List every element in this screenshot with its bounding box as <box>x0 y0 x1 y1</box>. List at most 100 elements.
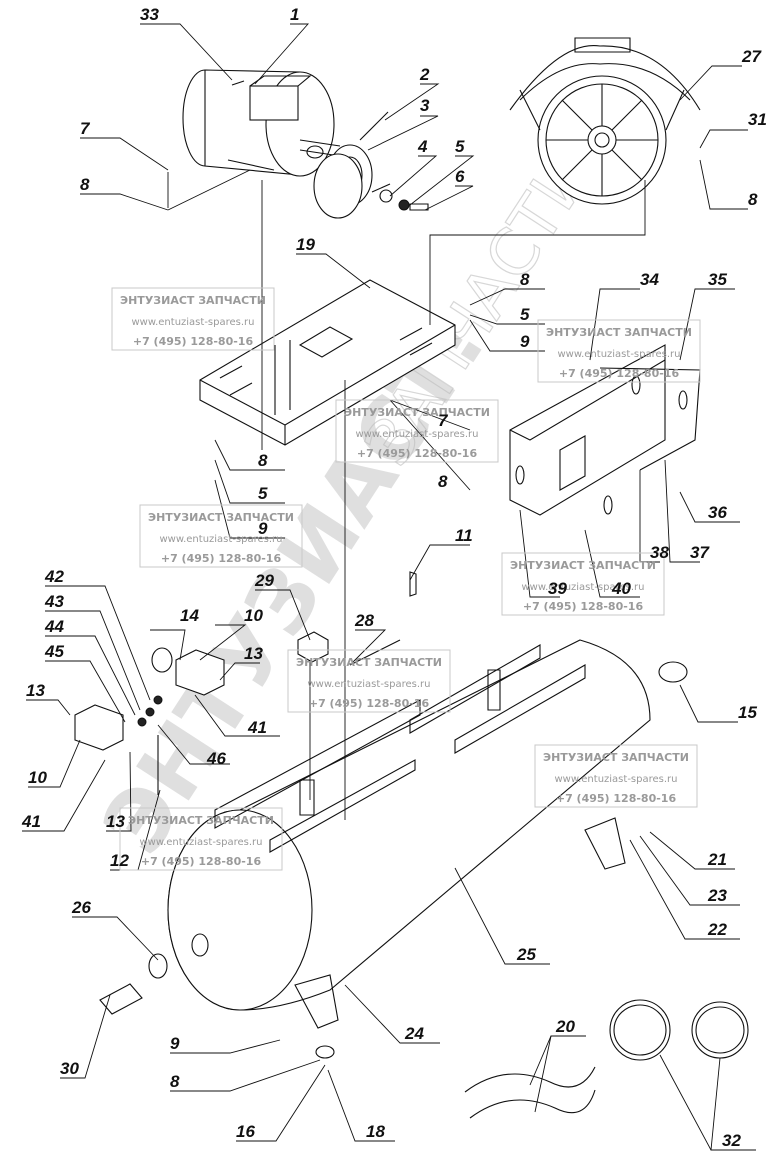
watermark-site: www.entuziast-spares.ru <box>159 534 282 545</box>
watermark-title: ЭНТУЗИАСТ ЗАПЧАСТИ <box>120 294 266 307</box>
electric-motor <box>182 69 341 177</box>
valves-fittings <box>99 571 688 1059</box>
watermark-site: www.entuziast-spares.ru <box>355 429 478 440</box>
watermark-boxes: ЭНТУЗИАСТ ЗАПЧАСТИ www.entuziast-spares.r… <box>111 287 701 871</box>
watermark-phone: +7 (495) 128-80-16 <box>161 552 282 565</box>
watermark-title: ЭНТУЗИАСТ ЗАПЧАСТИ <box>510 559 656 572</box>
watermark-phone: +7 (495) 128-80-16 <box>559 367 680 380</box>
callout-number: 36 <box>708 503 727 522</box>
watermark-title: ЭНТУЗИАСТ ЗАПЧАСТИ <box>546 326 692 339</box>
callout-number: 28 <box>354 611 374 630</box>
watermark-title: ЭНТУЗИАСТ ЗАПЧАСТИ <box>543 751 689 764</box>
washer-bolt <box>379 189 429 211</box>
callout-number: 9 <box>520 332 530 351</box>
callout-number: 33 <box>140 5 159 24</box>
callout-number: 31 <box>748 110 767 129</box>
callout-number: 9 <box>170 1034 180 1053</box>
callout-number: 16 <box>236 1122 255 1141</box>
callout-number: 43 <box>44 592 64 611</box>
callout-number: 37 <box>690 543 710 562</box>
callout-number: 6 <box>455 167 465 186</box>
callout-number: 13 <box>106 812 125 831</box>
callout-number: 13 <box>26 681 45 700</box>
watermark-box: ЭНТУЗИАСТ ЗАПЧАСТИ www.entuziast-spares.r… <box>111 287 275 351</box>
callout-number: 25 <box>516 945 536 964</box>
callout-number: 8 <box>170 1072 180 1091</box>
callout-number: 4 <box>417 137 428 156</box>
pulley <box>313 111 391 219</box>
callout-number: 40 <box>611 579 631 598</box>
callout-number: 35 <box>708 270 727 289</box>
callout-number: 3 <box>420 96 430 115</box>
watermark-title: ЭНТУЗИАСТ ЗАПЧАСТИ <box>148 511 294 524</box>
callout-number: 8 <box>520 270 530 289</box>
watermark-phone: +7 (495) 128-80-16 <box>523 600 644 613</box>
callout-number: 7 <box>438 411 449 430</box>
watermark-title: ЭНТУЗИАСТ ЗАПЧАСТИ <box>128 814 274 827</box>
callout-number: 45 <box>44 642 64 661</box>
callout-number: 41 <box>21 812 41 831</box>
belt-guard <box>509 344 701 516</box>
callout-number: 41 <box>247 718 267 737</box>
watermark-site: www.entuziast-spares.ru <box>131 317 254 328</box>
callout-number: 30 <box>60 1059 79 1078</box>
watermark-site: www.entuziast-spares.ru <box>139 837 262 848</box>
watermark-title: ЭНТУЗИАСТ ЗАПЧАСТИ <box>296 656 442 669</box>
watermark-box: ЭНТУЗИАСТ ЗАПЧАСТИ www.entuziast-spares.r… <box>119 807 283 871</box>
callout-number: 10 <box>28 768 47 787</box>
callout-number: 42 <box>44 567 64 586</box>
callout-number: 12 <box>110 851 129 870</box>
watermark-box: ЭНТУЗИАСТ ЗАПЧАСТИ www.entuziast-spares.r… <box>335 399 499 463</box>
watermark-site: www.entuziast-spares.ru <box>554 774 677 785</box>
callout-number: 5 <box>455 137 465 156</box>
callout-number: 5 <box>258 484 268 503</box>
callout-number: 2 <box>419 65 430 84</box>
watermark-box: ЭНТУЗИАСТ ЗАПЧАСТИ www.entuziast-spares.r… <box>139 504 303 568</box>
callout-number: 7 <box>80 119 91 138</box>
watermark-box: ЭНТУЗИАСТ ЗАПЧАСТИ www.entuziast-spares.r… <box>534 744 698 808</box>
callout-number: 46 <box>206 749 226 768</box>
watermark-phone: +7 (495) 128-80-16 <box>133 335 254 348</box>
callout-number: 39 <box>548 579 567 598</box>
callout-number: 44 <box>44 617 64 636</box>
watermark-phone: +7 (495) 128-80-16 <box>556 792 677 805</box>
callout-number: 13 <box>244 644 263 663</box>
callout-number: 15 <box>738 703 757 722</box>
callout-number: 24 <box>404 1024 424 1043</box>
callout-number: 11 <box>455 526 473 545</box>
watermark-box: ЭНТУЗИАСТ ЗАПЧАСТИ www.entuziast-spares.r… <box>287 649 451 713</box>
watermark-site: www.entuziast-spares.ru <box>557 349 680 360</box>
callout-number: 23 <box>707 886 727 905</box>
callout-number: 8 <box>438 472 448 491</box>
watermark-title: ЭНТУЗИАСТ ЗАПЧАСТИ <box>344 406 490 419</box>
watermark-box: ЭНТУЗИАСТ ЗАПЧАСТИ www.entuziast-spares.r… <box>501 552 665 616</box>
watermark-box: ЭНТУЗИАСТ ЗАПЧАСТИ www.entuziast-spares.r… <box>537 319 701 383</box>
compressor-head <box>509 37 701 205</box>
callout-number: 20 <box>555 1017 575 1036</box>
callout-number: 18 <box>366 1122 385 1141</box>
watermark-phone: +7 (495) 128-80-16 <box>357 447 478 460</box>
callout-number: 27 <box>741 47 762 66</box>
watermark-site: www.entuziast-spares.ru <box>521 582 644 593</box>
watermark-phone: +7 (495) 128-80-16 <box>141 855 262 868</box>
callout-number: 8 <box>80 175 90 194</box>
air-tank <box>167 639 651 1029</box>
callout-number: 1 <box>290 5 299 24</box>
watermark-site: www.entuziast-spares.ru <box>307 679 430 690</box>
callout-number: 26 <box>71 898 91 917</box>
callout-number: 21 <box>707 850 727 869</box>
callout-number: 8 <box>748 190 758 209</box>
watermark-phone: +7 (495) 128-80-16 <box>309 697 430 710</box>
callout-number: 8 <box>258 451 268 470</box>
callout-number: 34 <box>640 270 659 289</box>
callout-number: 14 <box>180 606 199 625</box>
pressure-switch <box>74 647 225 795</box>
callout-number: 9 <box>258 519 268 538</box>
leader-lines <box>22 23 756 1151</box>
callout-number: 5 <box>520 305 530 324</box>
callout-number: 32 <box>722 1131 741 1150</box>
hoses <box>464 999 749 1119</box>
callout-number: 38 <box>650 543 669 562</box>
